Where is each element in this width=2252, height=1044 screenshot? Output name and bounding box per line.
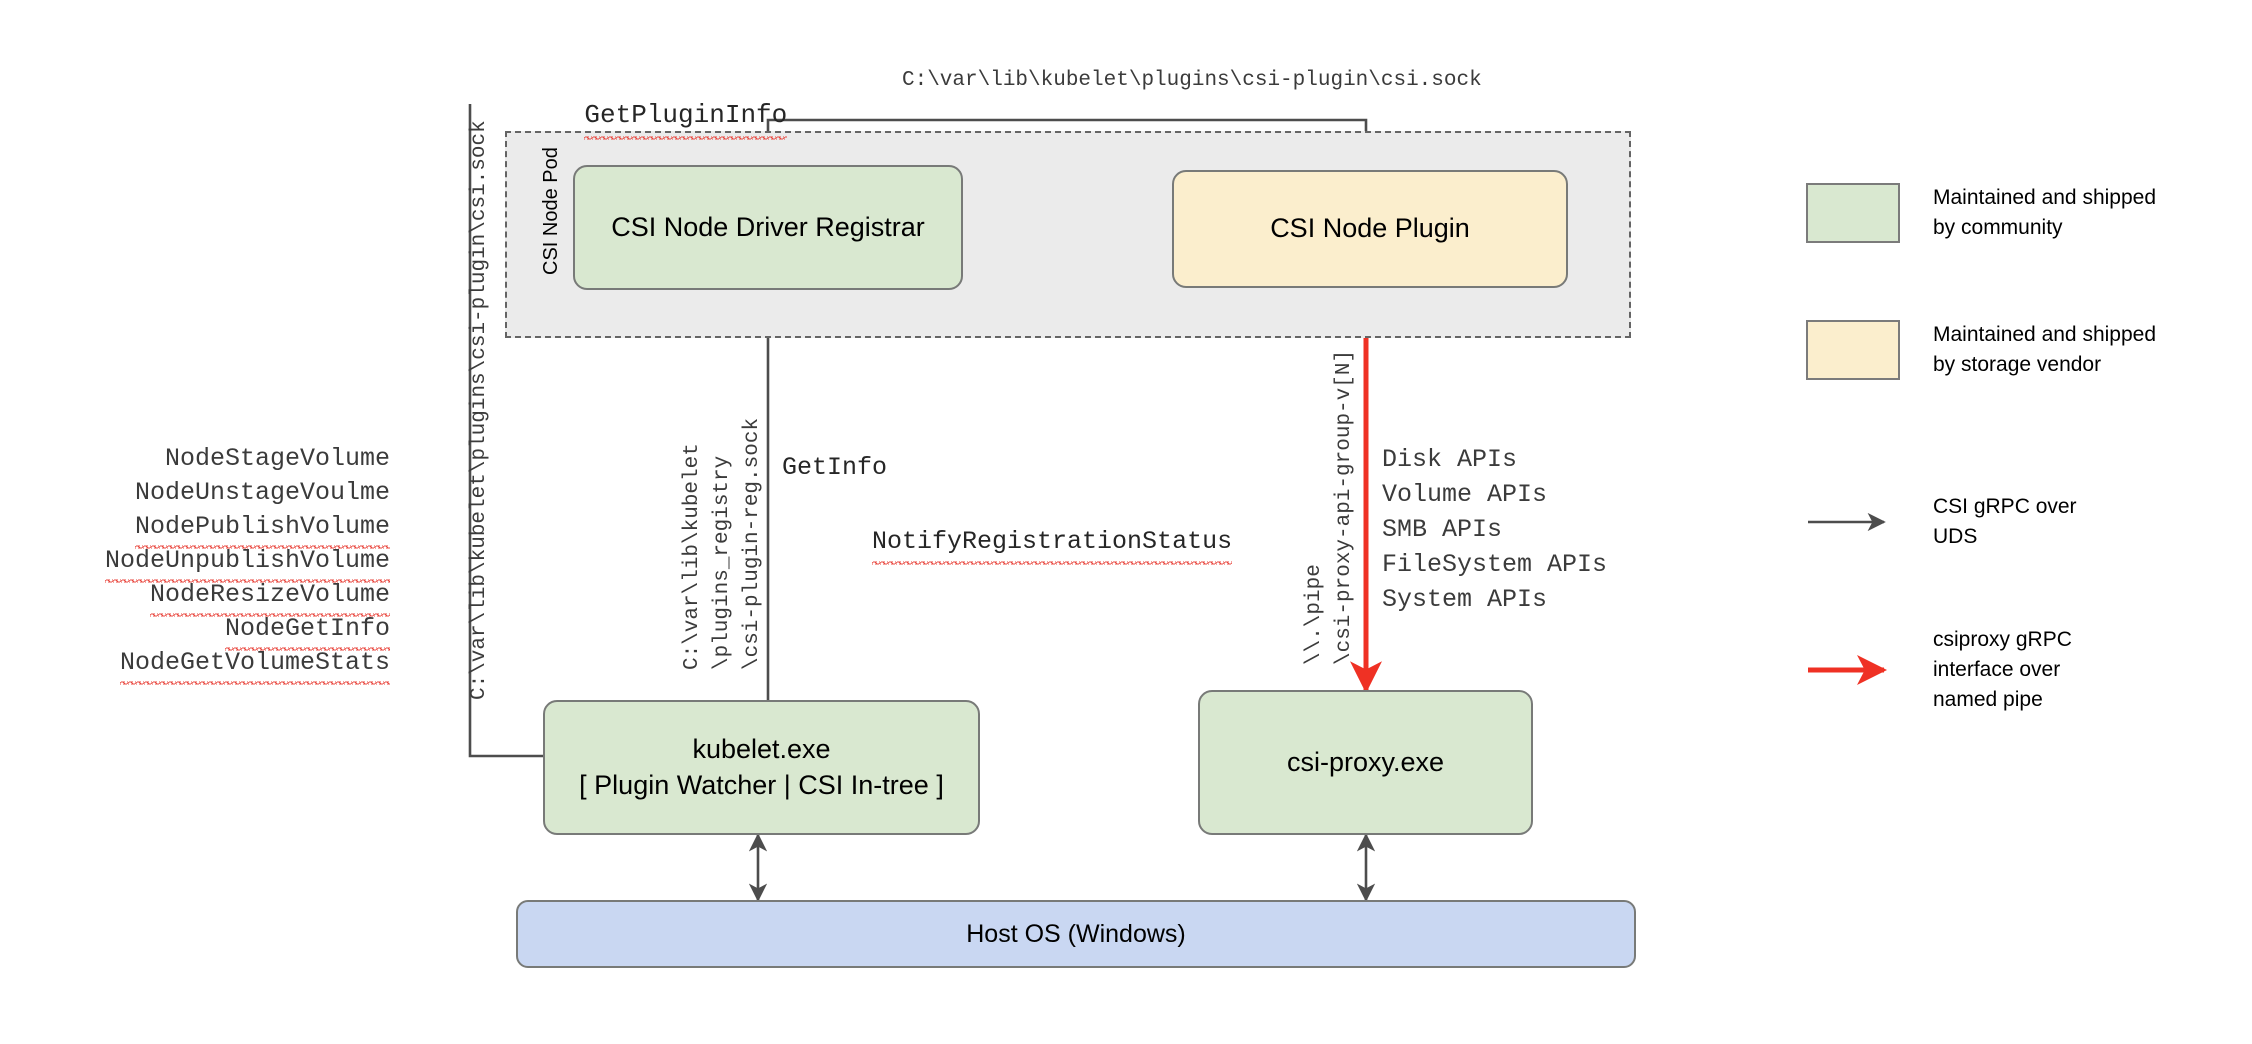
label-named-pipe-group: \\.\pipe \csi-proxy-api-group-v[N] <box>1300 350 1360 665</box>
csi-node-rpc-item: NodeGetVolumeStats <box>100 646 391 685</box>
legend-arrow-gray-box <box>1806 507 1900 537</box>
csi-proxy-api-item: FileSystem APIs <box>1382 550 1608 579</box>
node-csi-node-driver-registrar[interactable]: CSI Node Driver Registrar <box>573 165 963 290</box>
node-host-os[interactable]: Host OS (Windows) <box>516 900 1636 968</box>
node-csi-proxy-exe[interactable]: csi-proxy.exe <box>1198 690 1533 835</box>
csi-node-rpc-item: NodeResizeVolume <box>100 578 391 617</box>
csi-node-rpc-item-label: NodeGetInfo <box>224 612 391 651</box>
legend-label-csiproxy-grpc: csiproxy gRPC interface over named pipe <box>1933 628 2072 711</box>
legend-label-csi-grpc: CSI gRPC over UDS <box>1933 495 2077 548</box>
csi-node-rpc-item-label: NodePublishVolume <box>134 510 391 549</box>
csi-node-rpc-item: NodeGetInfo <box>100 612 391 651</box>
csi-proxy-api-item: Volume APIs <box>1382 480 1548 509</box>
legend-arrow-red-icon <box>1808 654 1887 685</box>
legend-label-vendor: Maintained and shipped by storage vendor <box>1933 323 2157 376</box>
label-csi-sock-top: C:\var\lib\kubelet\plugins\csi-plugin\cs… <box>902 69 1482 92</box>
node-kubelet-exe[interactable]: kubelet.exe [ Plugin Watcher | CSI In-tr… <box>543 700 980 835</box>
node-csi-node-plugin[interactable]: CSI Node Plugin <box>1172 170 1568 288</box>
csi-node-rpc-item: NodeStageVolume <box>100 442 390 476</box>
label-named-pipe-line-1: \\.\pipe <box>1303 564 1326 665</box>
label-registration-calls: GetInfo NotifyRegistrationStatus <box>782 450 1233 596</box>
legend-item-csi-grpc: CSI gRPC over UDS <box>1806 492 2077 552</box>
csi-node-rpc-item-label: NodeUnpublishVolume <box>104 544 391 583</box>
csi-proxy-api-item: Disk APIs <box>1382 445 1518 474</box>
label-registry-sock-group: C:\var\lib\kubelet \plugins_registry \cs… <box>678 418 769 670</box>
label-get-plugin-info-text: GetPluginInfo <box>584 97 787 141</box>
legend-label-community: Maintained and shipped by community <box>1933 186 2157 239</box>
csi-node-rpc-item: NodeUnstageVoulme <box>100 476 390 510</box>
csi-node-rpc-item: NodeUnpublishVolume <box>100 544 391 583</box>
csi-node-rpc-item: NodePublishVolume <box>100 510 391 549</box>
csi-node-rpc-item-label: NodeUnstageVoulme <box>134 478 390 507</box>
csi-proxy-api-item: System APIs <box>1382 585 1548 614</box>
label-registry-sock-line-3: \csi-plugin-reg.sock <box>741 417 765 670</box>
label-registry-sock-line-1: C:\var\lib\kubelet <box>681 443 704 670</box>
label-notify-registration-status: NotifyRegistrationStatus <box>782 488 1233 596</box>
legend-item-csiproxy-grpc: csiproxy gRPC interface over named pipe <box>1806 625 2072 714</box>
label-registry-sock-line-2: \plugins_registry <box>711 455 735 670</box>
csi-node-rpc-item-label: NodeResizeVolume <box>149 578 391 617</box>
legend-swatch-yellow <box>1806 320 1900 380</box>
legend-item-community: Maintained and shipped by community <box>1806 183 2156 243</box>
csi-node-rpc-item-label: NodeStageVolume <box>164 444 390 473</box>
legend-swatch-green <box>1806 183 1900 243</box>
label-named-pipe-line-2: \csi-proxy-api-group-v[N] <box>1333 349 1357 665</box>
label-get-info: GetInfo <box>782 453 888 482</box>
csi-proxy-api-item: SMB APIs <box>1382 515 1503 544</box>
label-get-plugin-info: GetPluginInfo <box>522 60 787 172</box>
legend-arrow-gray-icon <box>1808 512 1886 531</box>
legend-item-vendor: Maintained and shipped by storage vendor <box>1806 320 2156 380</box>
label-notify-registration-status-text: NotifyRegistrationStatus <box>872 524 1233 565</box>
legend-arrow-red-box <box>1806 654 1900 685</box>
csi-node-rpc-item-label: NodeGetVolumeStats <box>119 646 391 685</box>
label-csi-sock-left: C:\var\lib\kubelet\plugins\csi-plugin\cs… <box>468 120 491 700</box>
